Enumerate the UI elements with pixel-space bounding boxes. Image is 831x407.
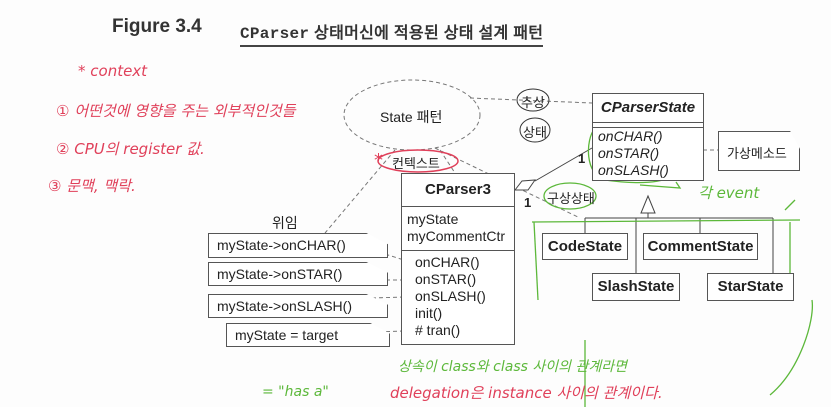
class-methods: onCHAR() onSTAR() onSLASH() init() # tra… [402, 251, 514, 342]
method: init() [415, 305, 443, 321]
method: onCHAR() [415, 254, 480, 270]
context-title-annotation: * context [78, 62, 148, 80]
caption-text: 상태머신에 적용된 상태 설계 패턴 [309, 25, 544, 42]
figure-number: Figure 3.4 [112, 16, 202, 37]
note-oncharm: myState->onCHAR() [208, 233, 388, 258]
state-label: 상태 [523, 125, 547, 140]
note-tran: myState = target [226, 323, 390, 347]
cparser3-class: CParser3 myState myCommentCtr onCHAR() o… [401, 173, 515, 345]
each-event-annotation: 각 event [698, 184, 760, 202]
multiplicity-context: 1 [524, 195, 532, 210]
class-name: CParser3 [402, 174, 514, 207]
figure-caption: CParser 상태머신에 적용된 상태 설계 패턴 [240, 19, 544, 47]
context-item-annotation: ② CPU의 register 값. [56, 140, 205, 158]
virtual-method-note: 가상메소드 [718, 131, 800, 171]
method: onSLASH() [415, 288, 486, 304]
class-name: CParserState [593, 94, 703, 123]
delegation-label: 위임 [272, 215, 298, 231]
method: # tran() [415, 322, 461, 338]
attribute: myCommentCtr [407, 228, 506, 244]
inheritance-annotation: 상속이 class와 class 사이의 관계라면 [398, 359, 627, 375]
context-item-annotation: ① 어떤것에 영향을 주는 외부적인것들 [56, 102, 296, 120]
abstract-label: 추상 [521, 95, 545, 110]
method: onCHAR() [598, 128, 663, 144]
has-a-annotation: = "has a" [262, 384, 329, 400]
note-onslash: myState->onSLASH() [208, 294, 388, 318]
note-onstar: myState->onSTAR() [208, 262, 388, 286]
commentstate-class: CommentState [643, 233, 758, 260]
starstate-class: StarState [707, 273, 794, 301]
multiplicity-state: 1 [578, 151, 586, 166]
delegation-annotation: delegation은 instance 사이의 관계이다. [390, 384, 663, 402]
class-attributes: myState myCommentCtr [402, 207, 514, 251]
class-methods: onCHAR() onSTAR() onSLASH() [593, 127, 703, 182]
caption-code: CParser [240, 25, 310, 43]
asterisk-mark: * [374, 150, 383, 171]
attribute: myState [407, 211, 459, 227]
context-label: 컨텍스트 [392, 156, 440, 171]
method: onSTAR() [415, 271, 477, 287]
method: onSLASH() [598, 162, 669, 178]
method: onSTAR() [598, 145, 660, 161]
codestate-class: CodeState [542, 233, 628, 260]
concrete-state-label: 구상상태 [547, 191, 595, 206]
slashstate-class: SlashState [592, 273, 680, 301]
state-pattern-ellipse [343, 79, 481, 151]
state-pattern-label: State 패턴 [380, 109, 443, 125]
context-item-annotation: ③ 문맥, 맥락. [48, 177, 136, 195]
cparserstate-class: CParserState onCHAR() onSTAR() onSLASH() [592, 93, 704, 181]
